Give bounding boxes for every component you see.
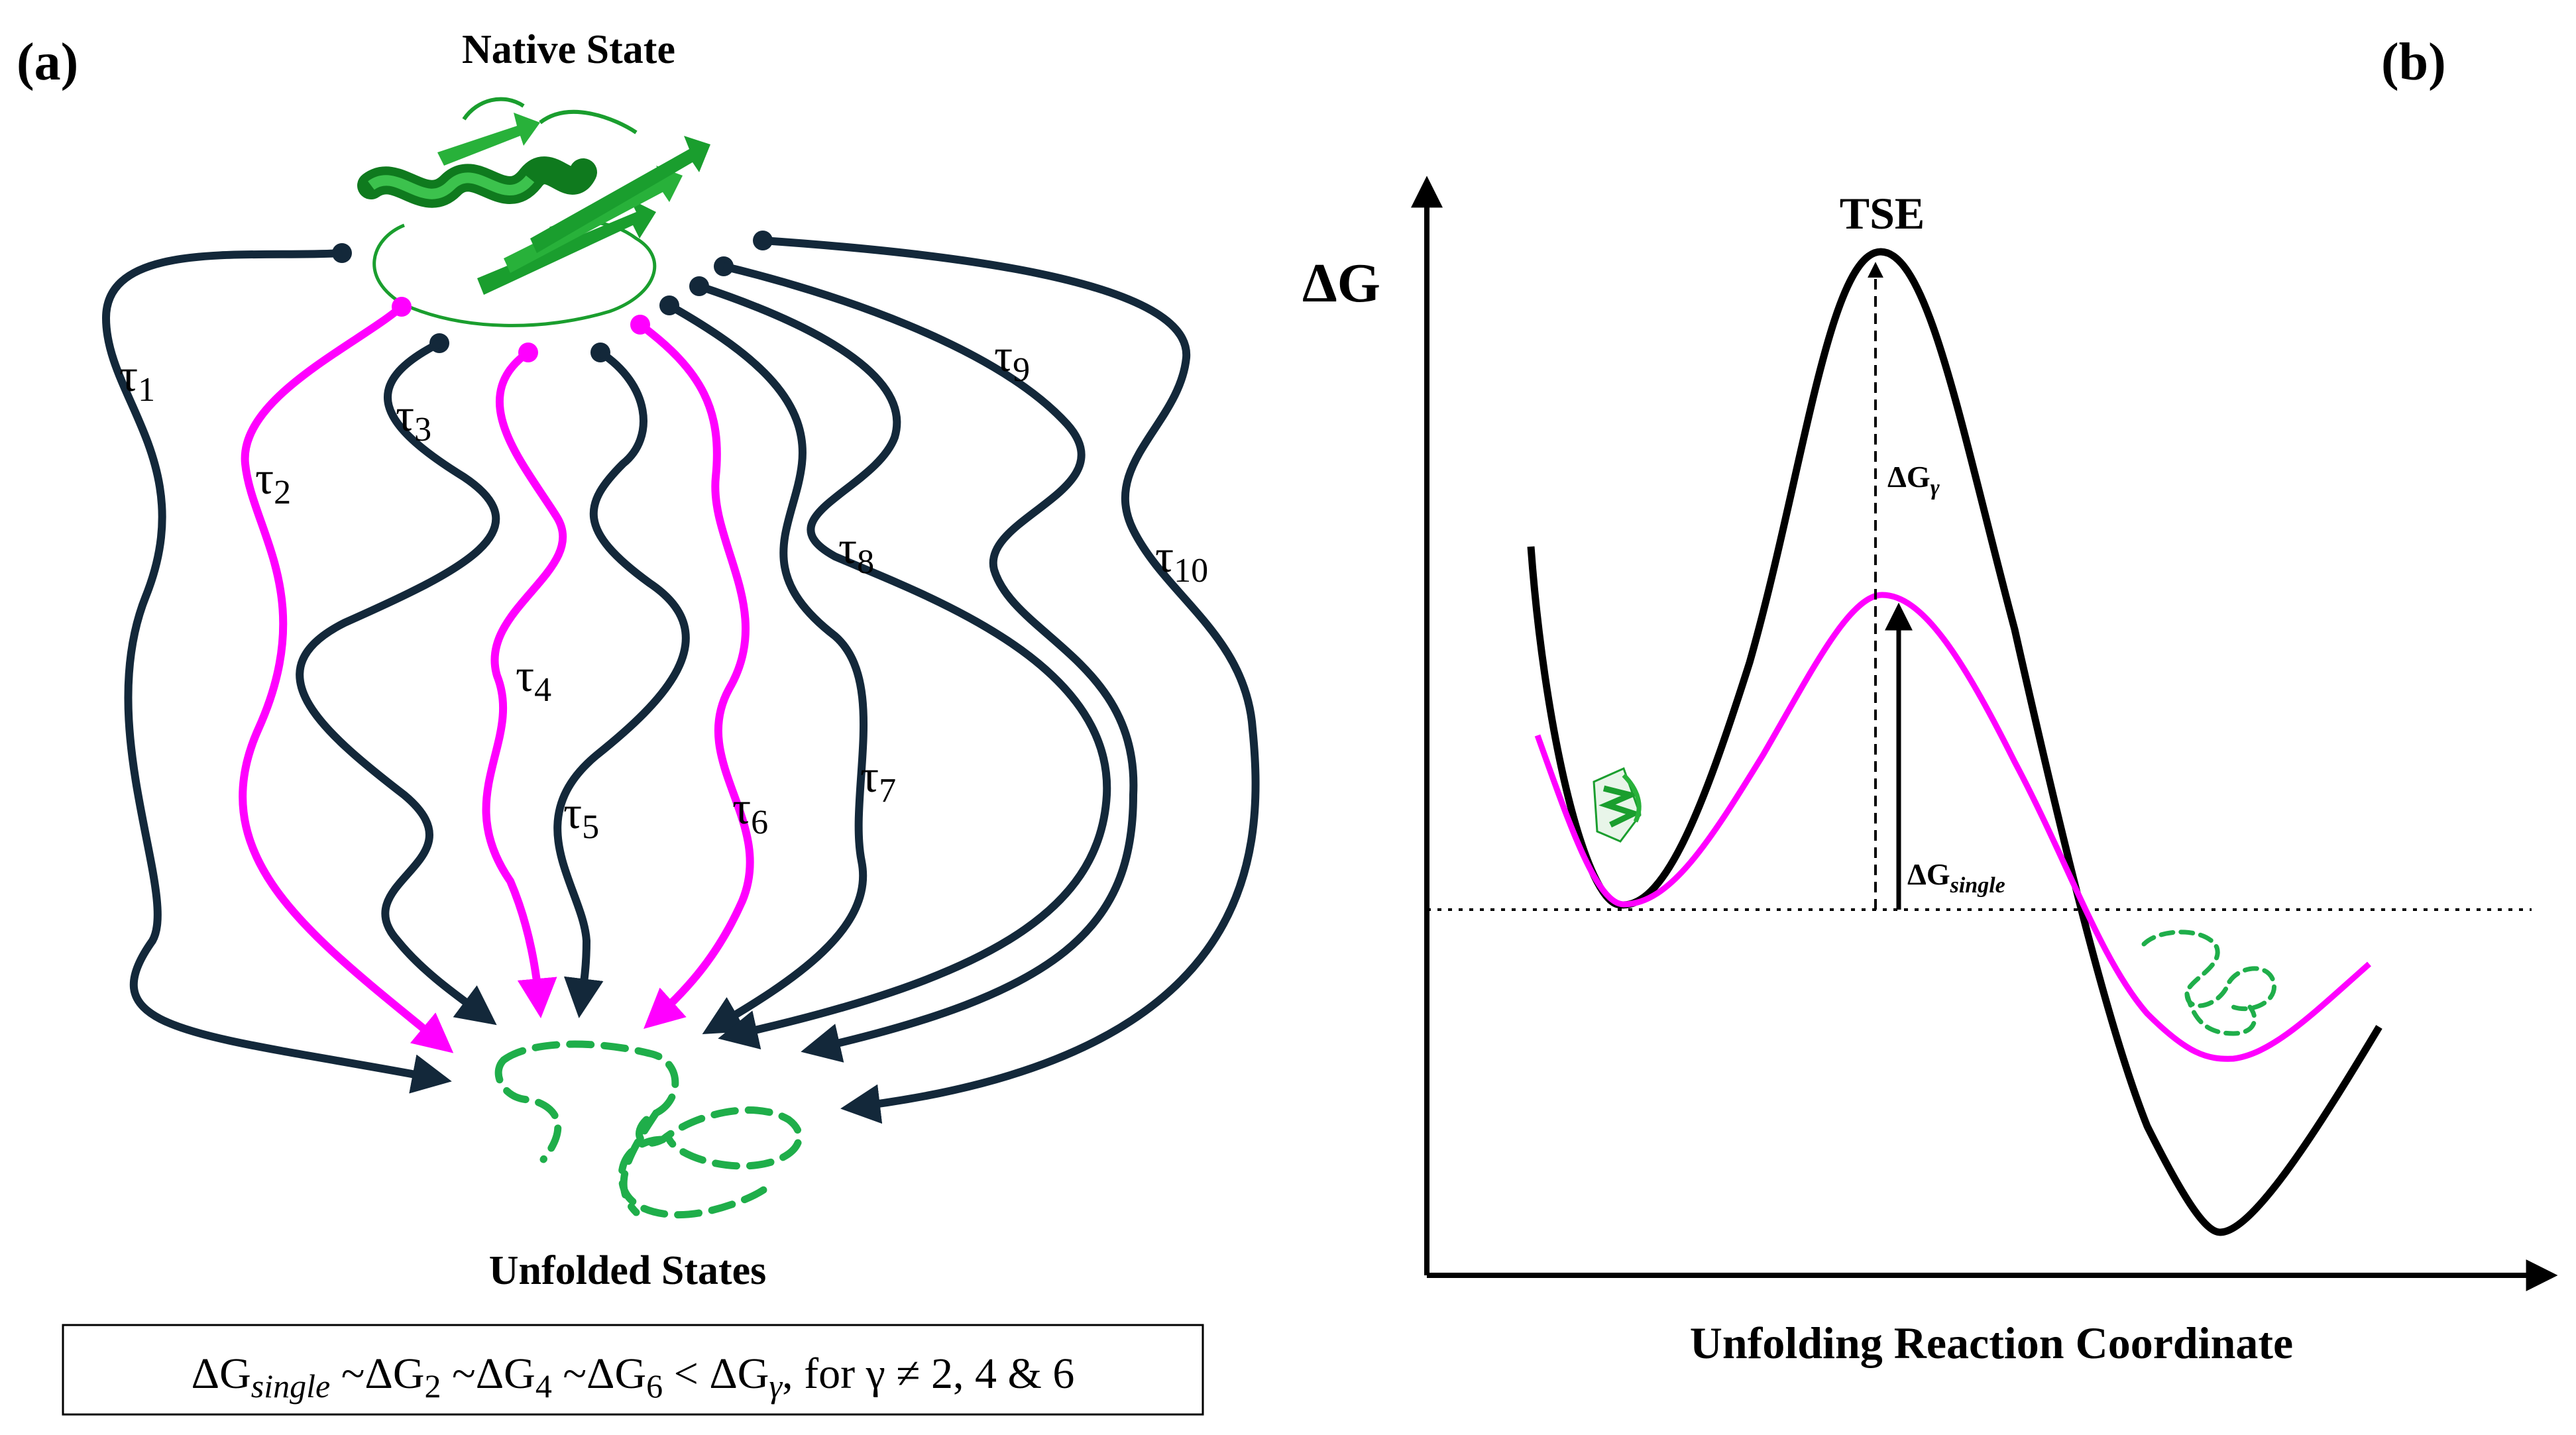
panel-a-label: (a) (17, 33, 78, 91)
tau-label-3: τ3 (396, 390, 431, 449)
pathway-10 (753, 231, 1260, 1124)
tau-label-6: τ6 (732, 783, 768, 841)
tau-label-9: τ9 (994, 331, 1030, 389)
pathway-7 (659, 295, 868, 1034)
pathway-3 (296, 333, 500, 1026)
dg-gamma-label: ΔGγ (1887, 460, 1940, 500)
tse-label: TSE (1840, 188, 1925, 239)
energy-axes (1411, 176, 2558, 1291)
unfolded-coil-icon (494, 1040, 803, 1219)
pathway-6 (630, 315, 754, 1030)
folded-protein-icon (1593, 767, 1642, 843)
unfolded-coil-small-icon (2141, 930, 2277, 1036)
unfolding-pathways (101, 231, 1260, 1124)
tau-label-7: τ7 (860, 751, 896, 810)
single-pathway-energy-curve (1534, 592, 2371, 1062)
native-state-title: Native State (462, 27, 675, 72)
pathway-8 (689, 276, 1111, 1049)
x-axis-label: Unfolding Reaction Coordinate (1690, 1318, 2293, 1368)
dg-single-label: ΔGsingle (1907, 857, 2005, 898)
pathway-9 (714, 256, 1138, 1063)
equation-text: ΔGsingle ~ΔG2 ~ΔG4 ~ΔG6 < ΔGγ, for γ ≠ 2… (192, 1350, 1075, 1405)
tau-labels: τ1 τ2 τ3 τ4 τ5 τ6 τ7 τ8 τ9 τ10 (119, 331, 1208, 846)
y-axis-label: ΔG (1302, 252, 1380, 314)
multi-pathway-energy-curve (1527, 248, 2382, 1236)
unfolded-states-title: Unfolded States (489, 1248, 767, 1293)
pathway-5 (553, 343, 690, 1018)
pathway-2 (239, 297, 454, 1053)
tau-label-2: τ2 (255, 453, 291, 511)
pathway-1 (101, 243, 452, 1094)
tau-label-1: τ1 (119, 350, 155, 409)
tau-label-4: τ4 (516, 651, 551, 709)
tau-label-10: τ10 (1155, 531, 1208, 590)
pathway-4 (482, 343, 567, 1018)
panel-b-label: (b) (2381, 33, 2446, 91)
equation-box: ΔGsingle ~ΔG2 ~ΔG4 ~ΔG6 < ΔGγ, for γ ≠ 2… (62, 1324, 1204, 1416)
tau-label-8: τ8 (838, 523, 874, 581)
tau-label-5: τ5 (563, 788, 599, 846)
native-protein-icon (357, 97, 710, 327)
